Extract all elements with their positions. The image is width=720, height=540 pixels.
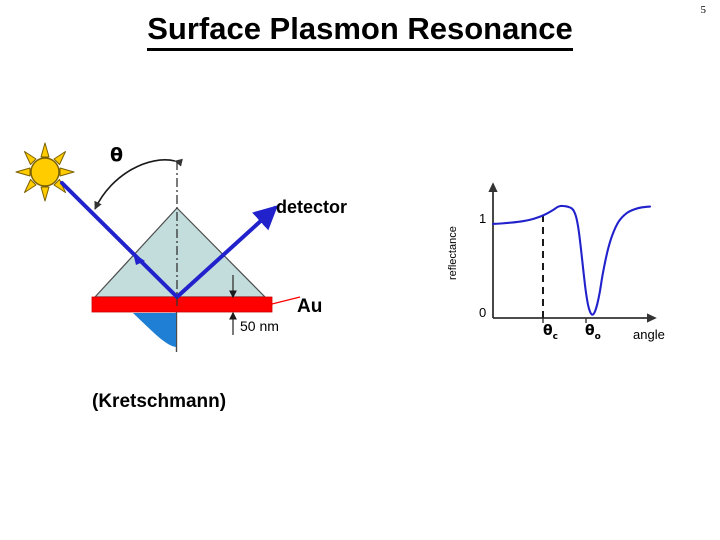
reflected-beam-to-detector <box>175 205 278 299</box>
plot-y-axis-label: reflectance <box>447 226 459 280</box>
incidence-angle-arc <box>94 158 183 210</box>
plot-xtick-label-resonance-angle: θo <box>585 323 601 342</box>
reflectance-vs-angle-plot <box>488 182 657 323</box>
reflectance-curve <box>491 204 652 316</box>
gold-layer-rect <box>91 296 273 313</box>
page-title: Surface Plasmon Resonance <box>0 11 720 51</box>
prism-triangle <box>93 207 267 298</box>
incidence-angle-label: θ <box>110 144 124 166</box>
gold-layer-leader-line <box>271 296 301 305</box>
incident-beam <box>60 181 179 299</box>
sun-icon <box>15 142 75 202</box>
detector-label: detector <box>276 197 348 217</box>
page-number: 5 <box>700 4 707 16</box>
evanescent-wave-decay <box>133 312 176 347</box>
plot-xtick-label-critical-angle: θc <box>543 323 558 342</box>
plot-x-axis-label: angle <box>633 327 665 342</box>
incident-beam-arrowhead <box>133 253 145 265</box>
thickness-label: 50 nm <box>240 318 279 334</box>
gold-layer-label: Au <box>297 296 323 317</box>
plot-ytick-label-0: 0 <box>479 305 487 320</box>
page-title-text: Surface Plasmon Resonance <box>147 11 573 51</box>
plot-ytick-label-1: 1 <box>479 211 487 226</box>
kretschmann-prism-diagram <box>15 142 301 352</box>
configuration-caption: (Kretschmann) <box>92 391 227 412</box>
